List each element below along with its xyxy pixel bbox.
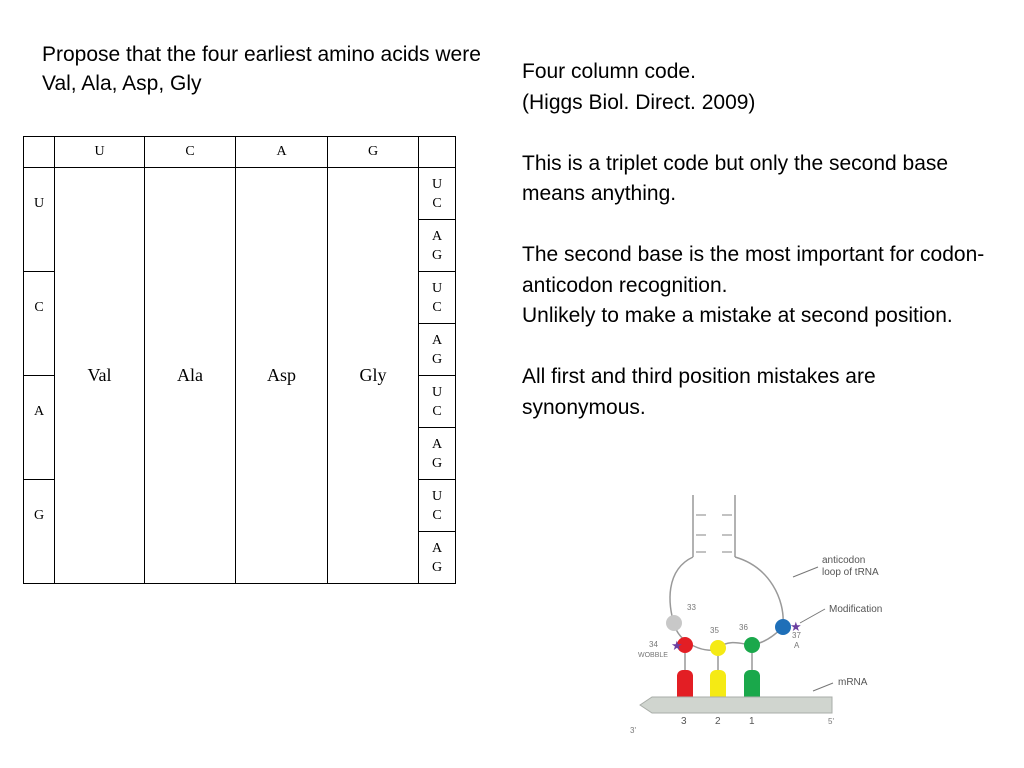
label-wobble: WOBBLE <box>638 652 668 659</box>
mrna-strand <box>639 696 833 714</box>
nucleotide-33 <box>666 615 682 631</box>
notes-line-citation: (Higgs Biol. Direct. 2009) <box>522 90 756 114</box>
label-loop-of-trna: loop of tRNA <box>822 567 879 578</box>
nucleotide-37 <box>775 619 791 635</box>
label-mrna: mRNA <box>838 677 868 688</box>
label-pos-33: 33 <box>687 603 696 612</box>
header-corner-cell <box>23 136 55 168</box>
column-header: C <box>144 136 236 168</box>
header-end-cell <box>418 136 456 168</box>
label-codon-3: 3 <box>681 716 687 727</box>
intro-text: Propose that the four earliest amino aci… <box>42 43 481 95</box>
column-header: U <box>54 136 145 168</box>
notes-line-triplet: This is a triplet code but only the seco… <box>522 151 949 206</box>
nucleotide-36 <box>744 637 760 653</box>
first-base-cell: G <box>23 479 55 584</box>
amino-acid-cell: Gly <box>327 167 419 584</box>
anticodon-loop-diagram: ★ ★ anticodon loop of tRNA Modification … <box>630 495 882 735</box>
nucleotide-35 <box>710 640 726 656</box>
label-pos-36: 36 <box>739 623 748 632</box>
label-anticodon: anticodon <box>822 555 865 566</box>
label-pos-37: 37 <box>792 631 801 640</box>
modification-star-icon: ★ <box>671 638 683 653</box>
nucleotide-34 <box>677 637 693 653</box>
label-pos-35: 35 <box>710 626 719 635</box>
arrow-modification <box>799 608 826 624</box>
label-codon-1: 1 <box>749 716 755 727</box>
label-pos-34: 34 <box>649 640 658 649</box>
notes-line-four-column: Four column code. <box>522 60 696 83</box>
codon-anticodon-links <box>684 653 753 670</box>
amino-acid-cell: Asp <box>235 167 328 584</box>
amino-acid-cell: Val <box>54 167 145 584</box>
loop-left-arc <box>669 556 694 624</box>
notes-panel: Four column code. (Higgs Biol. Direct. 2… <box>522 57 992 423</box>
first-base-cell: C <box>23 271 55 376</box>
label-pos-37-base: A <box>794 641 800 650</box>
label-5-prime: 5' <box>828 717 834 726</box>
notes-line-synonymous: All first and third position mistakes ar… <box>522 365 876 419</box>
column-header: G <box>327 136 419 168</box>
arrow-anticodon <box>792 566 819 578</box>
label-3-prime: 3' <box>630 726 636 735</box>
table-header-row: U C A G <box>23 136 456 168</box>
label-modification: Modification <box>829 604 882 615</box>
notes-line-second-base: The second base is the most important fo… <box>522 243 985 297</box>
modification-star-icon: ★ <box>790 619 802 634</box>
notes-line-mistake: Unlikely to make a mistake at second pos… <box>522 304 953 327</box>
column-header: A <box>235 136 328 168</box>
first-base-cell: U <box>23 167 55 272</box>
first-base-cell: A <box>23 375 55 480</box>
label-codon-2: 2 <box>715 716 721 727</box>
arrow-mrna <box>812 682 834 692</box>
loop-right-arc <box>734 556 784 626</box>
amino-acid-cell: Ala <box>144 167 236 584</box>
stem-base-pairs <box>696 514 732 553</box>
